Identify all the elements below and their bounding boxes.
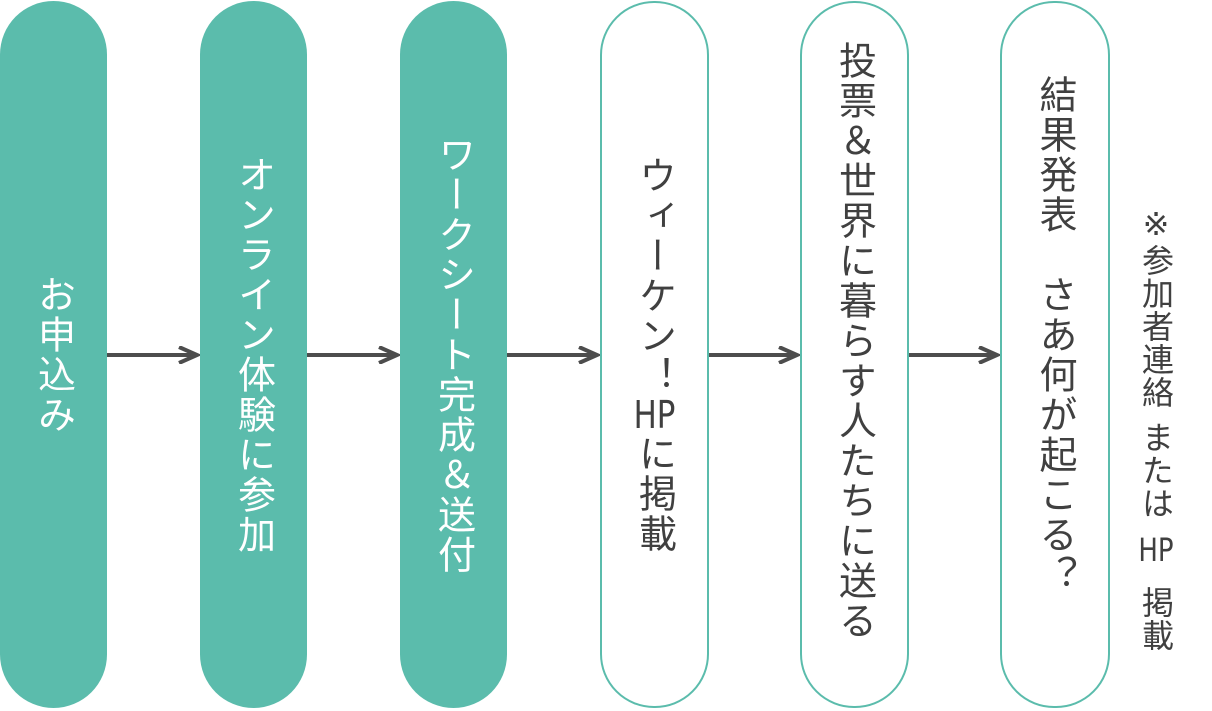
note-hp: HP [1138,534,1174,566]
arrow-icon [307,346,400,364]
step-results: 結果発表 さあ何が起こる？ [1000,1,1110,708]
contact-note: ※参加者連絡または HP 掲載 [1137,205,1175,652]
arrow-icon [709,346,800,364]
step-label: オンライン体験に参加 [231,154,276,555]
step-hp-publish: ウィーケン！HPに掲載 [600,1,709,708]
step-label: お申込み [31,274,76,435]
step-label-b: に掲載 [632,433,677,554]
note-a: ※参加者連絡 [1137,205,1175,409]
step-label: ワークシート完成＆送付 [431,134,476,575]
step-label: ウィーケン！HPに掲載 [632,155,677,554]
step-online-experience: オンライン体験に参加 [200,1,307,708]
step-label-hp: HP [633,395,676,434]
step-vote-send: 投票＆世界に暮らす人たちに送る [800,1,909,708]
arrow-icon [507,346,600,364]
step-label: 結果発表 さあ何が起こる？ [1033,75,1077,595]
arrow-icon [909,346,1000,364]
arrow-icon [107,346,200,364]
note-b: または [1137,421,1175,520]
step-worksheet: ワークシート完成＆送付 [400,1,507,708]
step-apply: お申込み [0,1,107,708]
note-c: 掲載 [1137,586,1175,652]
step-label-a: ウィーケン！ [632,155,677,396]
step-label: 投票＆世界に暮らす人たちに送る [832,41,877,641]
